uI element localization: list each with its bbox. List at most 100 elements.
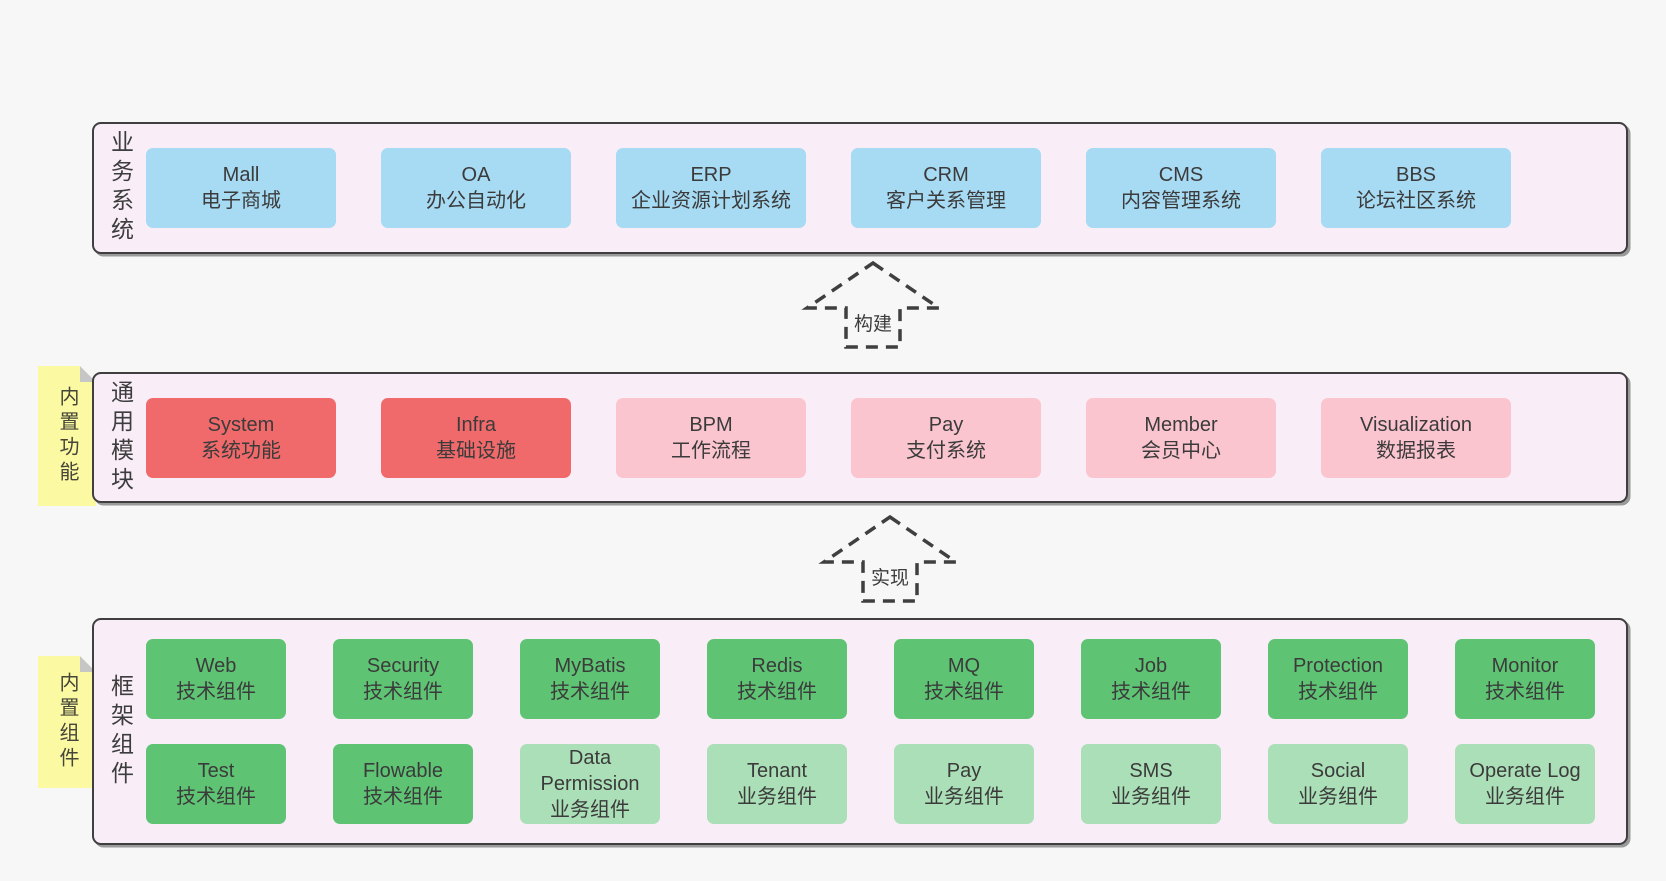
framework-boxes: Web 技术组件 Security 技术组件 MyBatis 技术组件 Redi… bbox=[146, 620, 1626, 843]
box-title: Job bbox=[1134, 655, 1168, 677]
box-subtitle: 业务组件 bbox=[1298, 786, 1378, 808]
framework-row-1: Web 技术组件 Security 技术组件 MyBatis 技术组件 Redi… bbox=[146, 639, 1626, 719]
box-title: Infra bbox=[455, 413, 497, 436]
box-member: Member 会员中心 bbox=[1086, 397, 1276, 478]
sticky-note-built-in-components: 内置组件 bbox=[38, 656, 96, 788]
box-system: System 系统功能 bbox=[146, 397, 336, 478]
box-erp: ERP 企业资源计划系统 bbox=[616, 148, 806, 228]
box-social: Social 业务组件 bbox=[1268, 744, 1408, 824]
box-security: Security 技术组件 bbox=[333, 639, 473, 719]
box-subtitle: 内容管理系统 bbox=[1121, 190, 1241, 212]
box-title: Security bbox=[366, 655, 440, 677]
box-title: Monitor bbox=[1491, 655, 1559, 677]
box-title: Web bbox=[195, 655, 237, 677]
box-title: CRM bbox=[923, 164, 969, 186]
box-pay: Pay 支付系统 bbox=[851, 397, 1041, 478]
box-subtitle: 系统功能 bbox=[201, 439, 281, 462]
box-subtitle: 技术组件 bbox=[176, 786, 256, 808]
section-label-modules: 通用模块 bbox=[94, 374, 146, 501]
box-title: Test bbox=[197, 760, 235, 782]
box-title: Operate Log bbox=[1469, 760, 1581, 782]
box-flowable: Flowable 技术组件 bbox=[333, 744, 473, 824]
box-operate-log: Operate Log 业务组件 bbox=[1455, 744, 1595, 824]
up-arrow-icon bbox=[818, 514, 962, 603]
note-label: 内置组件 bbox=[56, 672, 78, 772]
box-title: Social bbox=[1310, 760, 1366, 782]
box-title: Flowable bbox=[362, 760, 444, 782]
sticky-note-built-in-features: 内置功能 bbox=[38, 366, 96, 506]
box-subtitle: 基础设施 bbox=[436, 439, 516, 462]
section-label-framework: 框架组件 bbox=[94, 620, 146, 843]
box-protection: Protection 技术组件 bbox=[1268, 639, 1408, 719]
box-bpm: BPM 工作流程 bbox=[616, 397, 806, 478]
box-subtitle: 技术组件 bbox=[737, 681, 817, 703]
section-framework-components: 框架组件 Web 技术组件 Security 技术组件 MyBatis 技术组件… bbox=[92, 618, 1628, 845]
arrow-implement-up: 实现 bbox=[818, 514, 962, 604]
box-title: BPM bbox=[689, 413, 733, 436]
box-redis: Redis 技术组件 bbox=[707, 639, 847, 719]
box-data-permission: Data Permission 业务组件 bbox=[520, 744, 660, 824]
box-title: Redis bbox=[751, 655, 803, 677]
box-subtitle: 技术组件 bbox=[176, 681, 256, 703]
box-job: Job 技术组件 bbox=[1081, 639, 1221, 719]
module-boxes: System 系统功能 Infra 基础设施 BPM 工作流程 Pay 支付系统… bbox=[146, 374, 1626, 501]
box-title: BBS bbox=[1395, 164, 1437, 186]
box-oa: OA 办公自动化 bbox=[381, 148, 571, 228]
arrow-label: 构建 bbox=[849, 308, 897, 337]
box-cms: CMS 内容管理系统 bbox=[1086, 148, 1276, 228]
box-title: Visualization bbox=[1360, 413, 1472, 436]
box-pay-business: Pay 业务组件 bbox=[894, 744, 1034, 824]
box-mq: MQ 技术组件 bbox=[894, 639, 1034, 719]
box-tenant: Tenant 业务组件 bbox=[707, 744, 847, 824]
box-monitor: Monitor 技术组件 bbox=[1455, 639, 1595, 719]
box-title: ERP bbox=[690, 164, 732, 186]
box-subtitle: 数据报表 bbox=[1376, 439, 1456, 462]
section-label-text: 通用模块 bbox=[107, 379, 134, 496]
box-title: CMS bbox=[1158, 164, 1204, 186]
box-title: Protection bbox=[1292, 655, 1384, 677]
section-business-systems: 业务系统 Mall 电子商城 OA 办公自动化 ERP 企业资源计划系统 CRM… bbox=[92, 122, 1628, 254]
box-infra: Infra 基础设施 bbox=[381, 397, 571, 478]
box-title: Mall bbox=[222, 164, 260, 186]
box-crm: CRM 客户关系管理 bbox=[851, 148, 1041, 228]
box-subtitle: 业务组件 bbox=[737, 786, 817, 808]
box-subtitle: 技术组件 bbox=[1111, 681, 1191, 703]
box-title: SMS bbox=[1129, 760, 1173, 782]
box-subtitle: 技术组件 bbox=[1298, 681, 1378, 703]
box-title: MQ bbox=[947, 655, 981, 677]
box-mybatis: MyBatis 技术组件 bbox=[520, 639, 660, 719]
box-subtitle: 技术组件 bbox=[924, 681, 1004, 703]
box-subtitle: 工作流程 bbox=[671, 439, 751, 462]
box-subtitle: 论坛社区系统 bbox=[1356, 190, 1476, 212]
box-sms: SMS 业务组件 bbox=[1081, 744, 1221, 824]
box-subtitle: 业务组件 bbox=[550, 799, 630, 821]
up-arrow-icon bbox=[801, 260, 945, 349]
box-mall: Mall 电子商城 bbox=[146, 148, 336, 228]
section-label-text: 业务系统 bbox=[107, 130, 134, 246]
box-bbs: BBS 论坛社区系统 bbox=[1321, 148, 1511, 228]
box-title: OA bbox=[461, 164, 491, 186]
box-subtitle: 技术组件 bbox=[1485, 681, 1565, 703]
framework-row-2: Test 技术组件 Flowable 技术组件 Data Permission … bbox=[146, 744, 1626, 824]
box-subtitle: 技术组件 bbox=[363, 681, 443, 703]
arrow-build-up: 构建 bbox=[801, 260, 945, 350]
box-subtitle: 技术组件 bbox=[550, 681, 630, 703]
box-subtitle: 电子商城 bbox=[201, 190, 281, 212]
box-subtitle: 客户关系管理 bbox=[886, 190, 1006, 212]
box-web: Web 技术组件 bbox=[146, 639, 286, 719]
box-subtitle: 会员中心 bbox=[1141, 439, 1221, 462]
business-boxes: Mall 电子商城 OA 办公自动化 ERP 企业资源计划系统 CRM 客户关系… bbox=[146, 124, 1626, 252]
box-subtitle: 业务组件 bbox=[924, 786, 1004, 808]
section-label-text: 框架组件 bbox=[107, 673, 134, 790]
box-visualization: Visualization 数据报表 bbox=[1321, 397, 1511, 478]
box-subtitle: 技术组件 bbox=[363, 786, 443, 808]
box-subtitle: 支付系统 bbox=[906, 439, 986, 462]
arrow-label: 实现 bbox=[866, 562, 914, 591]
box-subtitle: 办公自动化 bbox=[426, 190, 526, 212]
box-subtitle: 企业资源计划系统 bbox=[631, 190, 791, 212]
box-title: Member bbox=[1144, 413, 1218, 436]
section-common-modules: 通用模块 System 系统功能 Infra 基础设施 BPM 工作流程 Pay… bbox=[92, 372, 1628, 503]
box-title: System bbox=[207, 413, 275, 436]
box-subtitle: 业务组件 bbox=[1485, 786, 1565, 808]
